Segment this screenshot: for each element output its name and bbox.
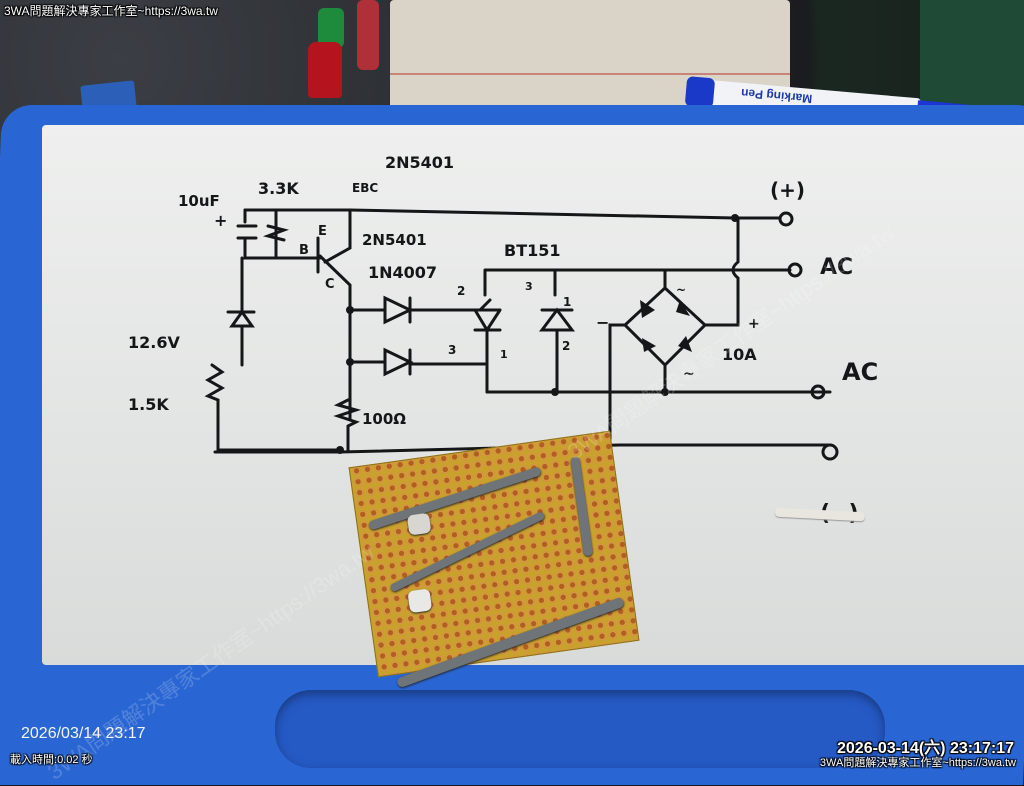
label-bridge-tilde-bottom: ~ (683, 366, 695, 382)
wire-bridge-plus (703, 216, 740, 327)
label-collector: C (325, 277, 335, 292)
resistor-1k5-symbol (204, 363, 342, 452)
green-binding-post (318, 8, 344, 48)
label-diode: 1N4007 (368, 263, 437, 282)
terminals (778, 211, 839, 461)
label-pin-2b: 2 (562, 339, 570, 353)
label-base: B (299, 243, 309, 258)
junction-dot (346, 358, 354, 366)
timestamp-overlay: 2026-03-14(六) 23:17:17 (837, 740, 1014, 757)
label-transistor-header: 2N5401 (385, 153, 454, 172)
wire-bridge-minus (608, 323, 627, 447)
red-binding-post (308, 42, 342, 98)
wire-emitter (323, 208, 352, 264)
label-transistor: 2N5401 (362, 231, 427, 249)
label-pin-3b: 3 (525, 280, 533, 293)
terminal-positive (778, 211, 794, 227)
diode-lower (348, 347, 487, 377)
marker-tray (275, 690, 885, 768)
diode-upper (348, 295, 492, 325)
load-time-label: 載入時間: (10, 754, 58, 766)
bridge-diode-4 (678, 336, 692, 352)
solder-trace (570, 456, 594, 557)
junction-dot (551, 388, 559, 396)
junction-dot (336, 446, 344, 454)
label-bridge-plus: + (748, 316, 760, 332)
junction-dot (731, 214, 739, 222)
terminal-ac2 (810, 384, 826, 400)
load-time-value: 0.02 秒 (57, 754, 93, 766)
label-capacitor: 10uF (178, 192, 220, 210)
scr-2-symbol (539, 307, 575, 394)
label-resistor-top: 3.3K (258, 179, 299, 198)
junction-dot (346, 306, 354, 314)
label-emitter: E (318, 224, 327, 239)
label-zener: 12.6V (128, 333, 180, 352)
terminal-negative (821, 443, 839, 461)
brand-overlay-top: 3WA問題解決專家工作室~https://3wa.tw (4, 4, 218, 18)
zener-symbol (226, 256, 256, 367)
brand-overlay-bottom: 3WA問題解決專家工作室~https://3wa.tw (819, 757, 1016, 769)
terminal-ac1 (787, 262, 803, 278)
label-pin-1a: 1 (500, 348, 508, 361)
circuit-schematic: 2N5401 EBC 10uF + 3.3K E B C 2N5401 1N40… (0, 0, 1024, 768)
bridge-diode-2 (676, 300, 690, 316)
capacitor-symbol (236, 208, 322, 260)
label-pinout: EBC (352, 181, 378, 195)
schematic-labels: 2N5401 EBC 10uF + 3.3K E B C 2N5401 1N40… (128, 153, 878, 526)
label-terminal-ac1: AC (820, 255, 853, 280)
label-bridge-tilde-top: ~ (676, 283, 686, 297)
alligator-clip (357, 0, 379, 70)
wire-top-rail (243, 208, 782, 220)
label-pin-2a: 2 (457, 284, 465, 298)
label-terminal-ac2: AC (842, 358, 878, 386)
component-pad (407, 588, 433, 614)
bridge-diode-3 (642, 338, 656, 352)
breadboard-rail (390, 73, 790, 75)
load-time: 載入時間:0.02 秒 (10, 751, 93, 767)
bridge-diodes (336, 214, 739, 454)
transistor-body (316, 236, 352, 302)
label-scr: BT151 (504, 241, 561, 260)
label-resistor-bottom: 100Ω (362, 410, 406, 428)
label-bridge-minus: − (596, 313, 609, 332)
junction-dot (661, 388, 669, 396)
component-pad (406, 512, 432, 536)
bridge-diode-1 (640, 300, 655, 318)
camera-date-stamp: 2026/03/14 23:17 (21, 725, 146, 742)
perfboard-pcb (348, 430, 640, 689)
resistor-3k3-symbol (262, 224, 290, 242)
label-cap-plus: + (214, 211, 227, 230)
label-pin-3: 3 (448, 343, 456, 357)
label-terminal-positive: (+) (770, 178, 805, 202)
resistor-100-symbol (333, 398, 362, 452)
label-resistor-left: 1.5K (128, 395, 169, 414)
label-bridge-rating: 10A (722, 345, 757, 364)
label-pin-1b: 1 (563, 295, 571, 309)
scr-1-symbol (473, 308, 502, 394)
solder-trace (367, 466, 542, 531)
wire-scr-top (483, 268, 737, 297)
